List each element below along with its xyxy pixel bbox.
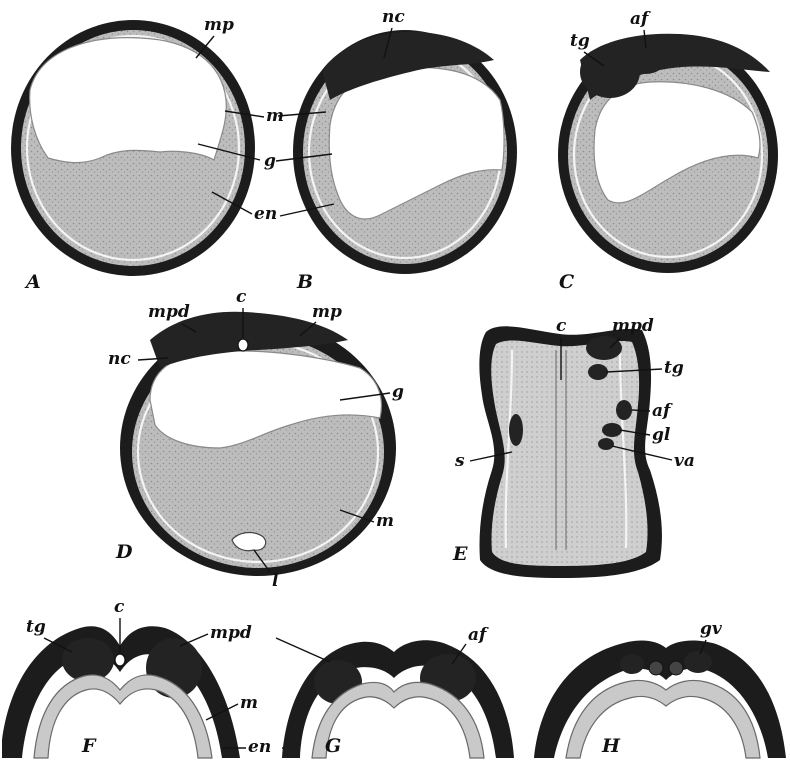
label-d-nc: nc	[108, 349, 131, 369]
panel-e-caption: E	[452, 543, 468, 565]
label-e-c: c	[556, 316, 567, 336]
label-f-mpd: mpd	[210, 623, 252, 643]
label-b-nc: nc	[382, 7, 405, 27]
label-c-tg: tg	[570, 31, 590, 51]
label-e-va: va	[674, 451, 695, 471]
label-e-s: s	[454, 451, 465, 471]
panel-h-caption: H	[601, 735, 621, 757]
label-d-mp: mp	[312, 302, 342, 322]
panel-h-inner-tissue	[566, 680, 760, 758]
panel-d-notochord-canal	[238, 339, 248, 351]
panel-h-right-vesicle	[684, 651, 712, 673]
panel-e-af-mass	[616, 400, 632, 420]
label-e-mpd: mpd	[612, 316, 654, 336]
label-d-c: c	[236, 287, 247, 307]
panel-c-caption: C	[559, 271, 574, 293]
panel-d-caption: D	[115, 541, 133, 563]
panel-g-caption: G	[325, 735, 341, 757]
label-f-m: m	[240, 693, 258, 713]
panel-b: nc B	[276, 7, 517, 293]
panel-a-caption: A	[24, 271, 41, 293]
panel-f: tg c mpd m en F	[2, 597, 300, 758]
label-e-tg: tg	[664, 358, 684, 378]
panel-b-caption: B	[296, 271, 313, 293]
label-f-en: en	[248, 737, 271, 757]
label-f-c: c	[114, 597, 125, 617]
label-c-af: af	[630, 9, 651, 29]
panel-a: mp m g en A	[11, 15, 284, 293]
panel-h-left-vesicle	[620, 654, 644, 674]
panel-f-caption: F	[81, 735, 97, 757]
panel-f-canal	[115, 654, 125, 666]
panel-h-center-right	[669, 661, 683, 675]
panel-e-tg-mass	[588, 364, 608, 380]
label-d-l: l	[272, 571, 279, 591]
label-d-mpd: mpd	[148, 302, 190, 322]
panel-g: af G	[276, 625, 514, 758]
label-d-m: m	[376, 511, 394, 531]
label-h-gv: gv	[700, 619, 723, 639]
panel-e-s-mass	[509, 414, 523, 446]
label-e-gl: gl	[652, 425, 671, 445]
label-d-g: g	[392, 382, 404, 402]
leader-e-af	[632, 410, 650, 411]
panel-e-va-mass	[598, 438, 614, 450]
leader-g-mpd	[276, 638, 330, 662]
label-a-g: g	[264, 151, 276, 171]
panel-h: gv H	[534, 619, 786, 758]
panel-e-gl-mass	[602, 423, 622, 437]
panel-h-center-left	[649, 661, 663, 675]
label-f-tg: tg	[26, 617, 46, 637]
label-e-af: af	[652, 401, 673, 421]
label-a-en: en	[254, 204, 277, 224]
panel-d: mpd c mp nc g m l D	[108, 287, 404, 591]
panel-e-mpd-mass	[586, 336, 622, 360]
label-a-mp: mp	[204, 15, 234, 35]
label-g-af: af	[468, 625, 489, 645]
panel-e: c mpd tg af gl va s E	[452, 316, 695, 578]
panel-c: tg af C	[558, 9, 778, 293]
